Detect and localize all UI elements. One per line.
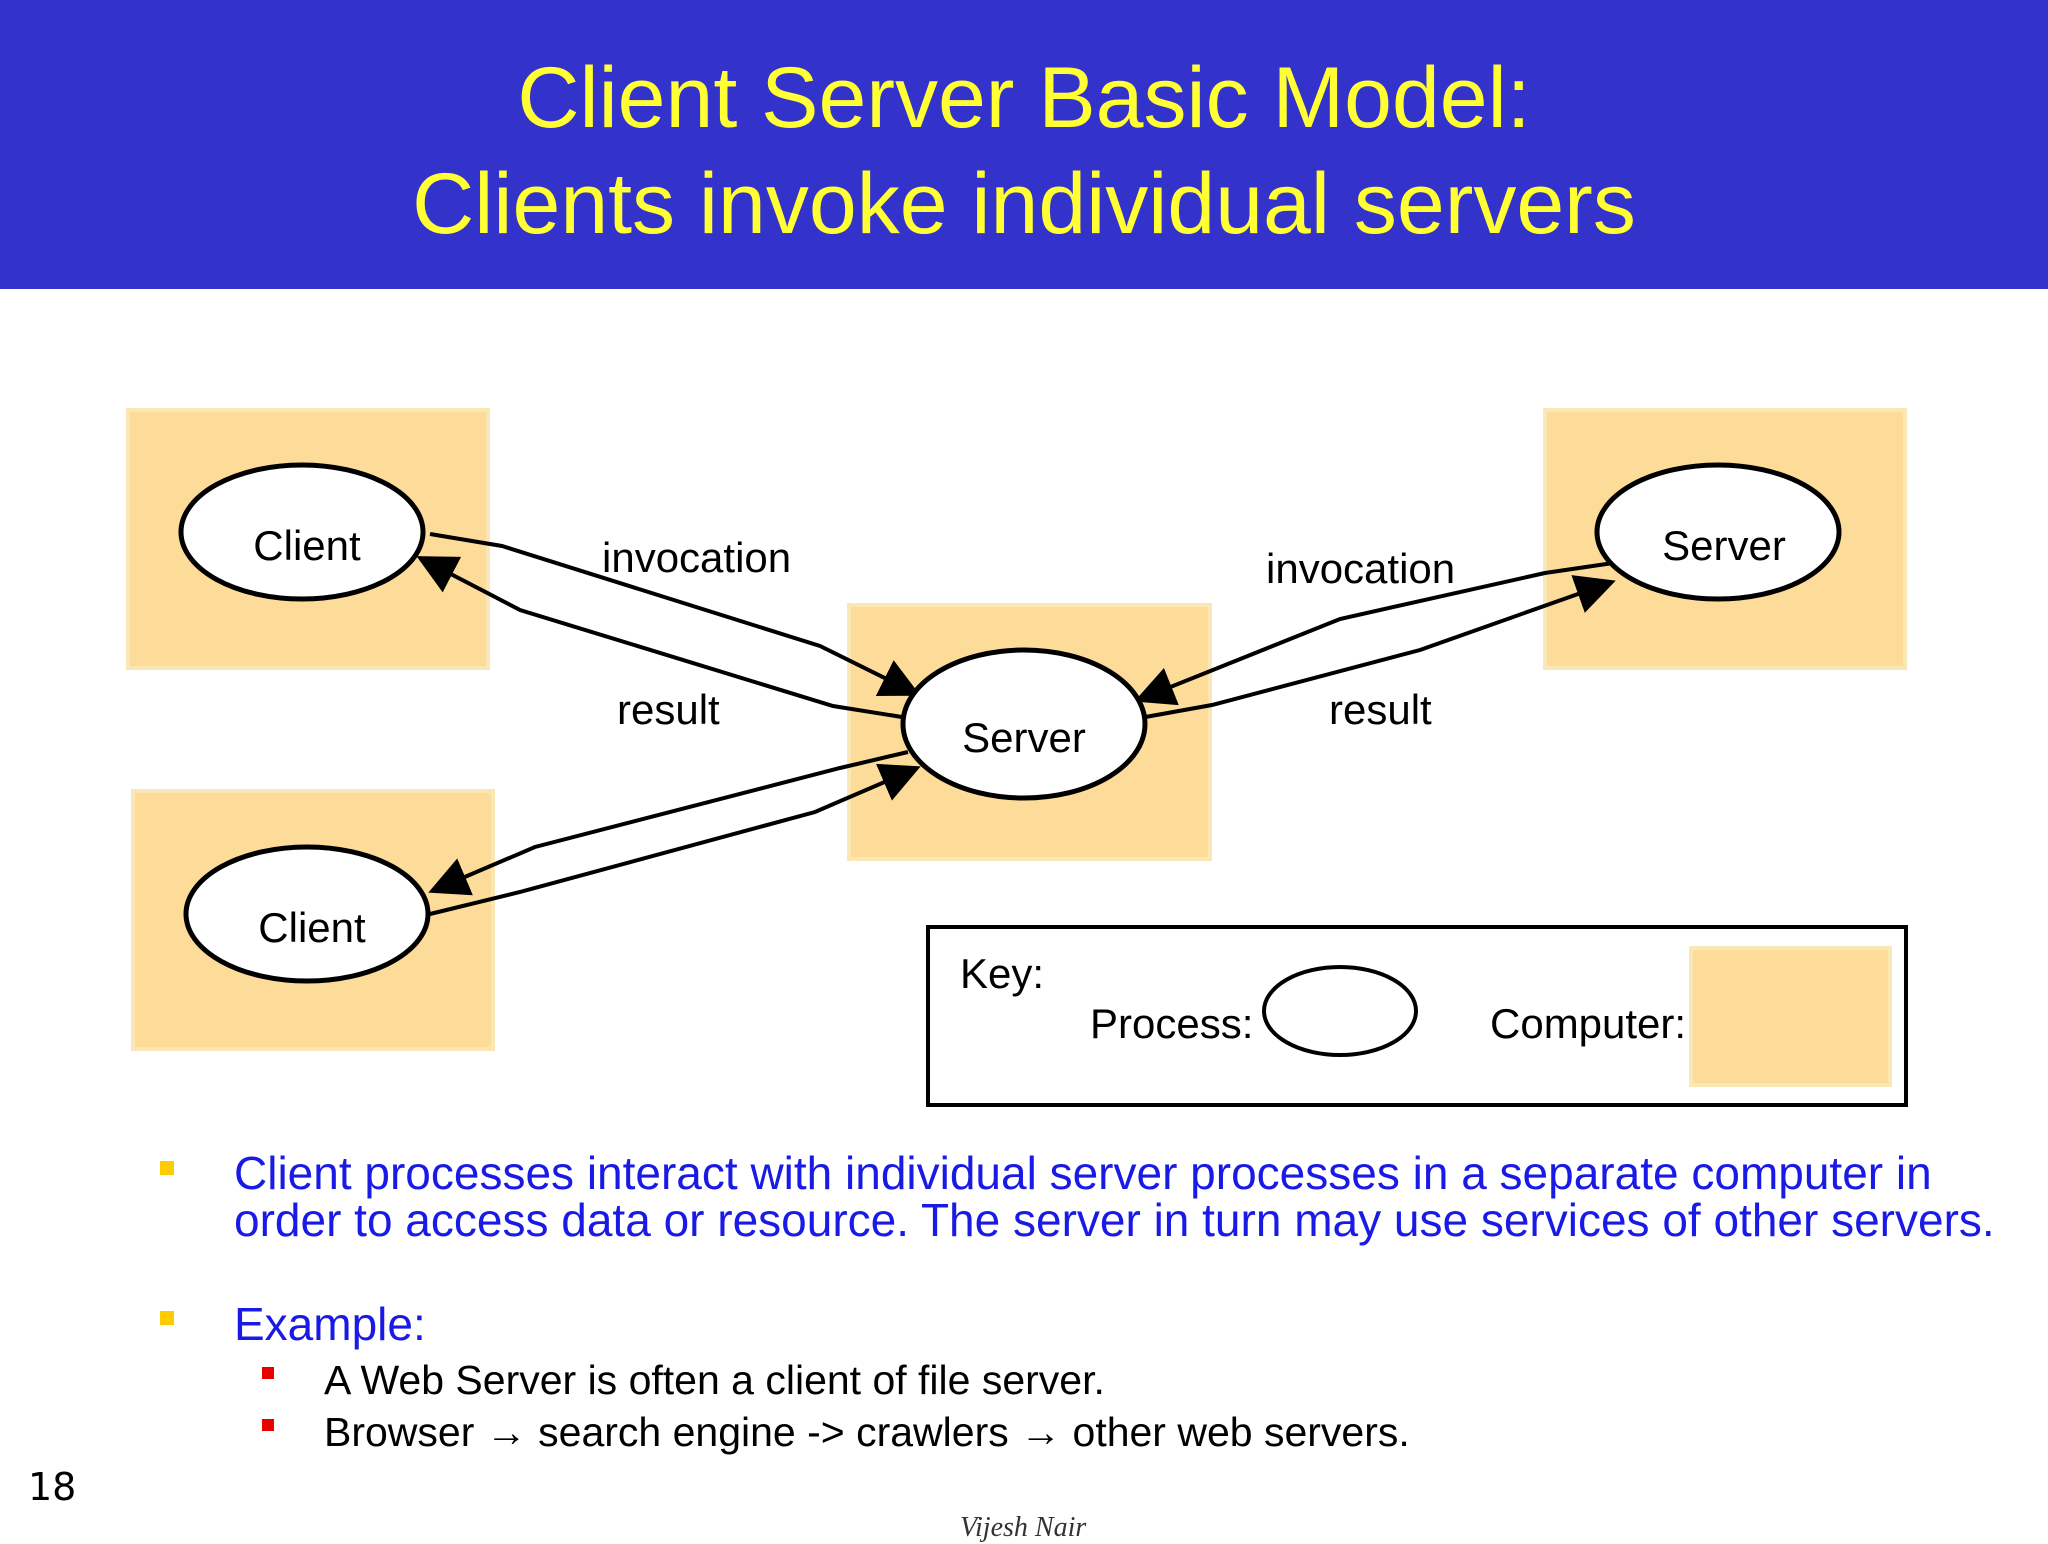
sub-bullet-square-icon <box>262 1367 274 1379</box>
result-arrow-bottom <box>428 750 909 896</box>
result-label-right: result <box>1329 686 1432 733</box>
bullet-square-icon <box>160 1161 174 1175</box>
sub-bullet-2-text: Browser → search engine -> crawlers → ot… <box>324 1409 1410 1455</box>
client-top-label: Client <box>253 522 361 569</box>
slide-title-line-1: Client Server Basic Model: <box>517 50 1531 146</box>
process-server-center <box>900 647 1148 801</box>
process-server-right <box>1594 462 1842 602</box>
invocation-arrow-left <box>429 532 921 696</box>
invocation-arrow-bottom <box>429 763 921 916</box>
key-title: Key: <box>960 950 1044 997</box>
process-client-bottom <box>183 844 431 984</box>
server-right-label: Server <box>1662 522 1786 569</box>
bullet-2-text: Example: <box>234 1298 426 1350</box>
sub-bullet-1-text: A Web Server is often a client of file s… <box>324 1357 1105 1403</box>
result-arrow-right <box>1134 560 1621 706</box>
invocation-arrow-right <box>1139 575 1616 720</box>
bullet-square-icon <box>160 1311 174 1325</box>
process-client-top <box>178 462 426 602</box>
key-legend: Key: Process: Computer: <box>926 925 1908 1107</box>
result-arrow-left <box>416 556 909 720</box>
slide-title-line-2: Clients invoke individual servers <box>412 156 1636 252</box>
key-process-symbol <box>1262 965 1418 1057</box>
key-computer-symbol <box>1689 946 1892 1087</box>
key-process-label: Process: <box>1090 1000 1253 1047</box>
connection-lines <box>416 532 1621 916</box>
invocation-label-left: invocation <box>602 534 791 581</box>
server-center-label: Server <box>962 714 1086 761</box>
invocation-label-right: invocation <box>1266 545 1455 592</box>
client-bottom-label: Client <box>258 904 366 951</box>
result-label-left: result <box>617 686 720 733</box>
bullet-1-text: Client processes interact with individua… <box>234 1147 1995 1246</box>
author-signature: Vijesh Nair <box>960 1512 1087 1543</box>
key-computer-label: Computer: <box>1490 1000 1686 1047</box>
title-bar: Client Server Basic Model: Clients invok… <box>0 0 2048 289</box>
page-number: 18 <box>28 1465 77 1509</box>
sub-bullet-square-icon <box>262 1419 274 1431</box>
